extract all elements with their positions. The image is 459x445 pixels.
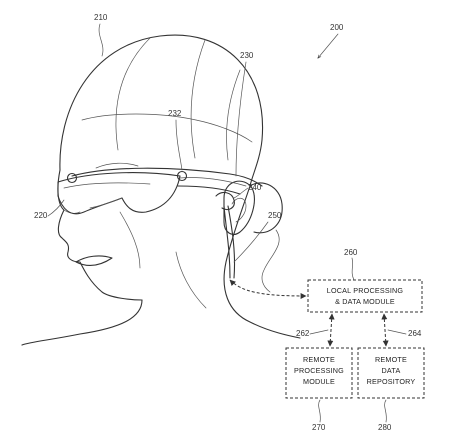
local-module-line2: & DATA MODULE	[335, 297, 395, 306]
leader-264	[387, 329, 407, 335]
leader-sensor	[175, 119, 183, 171]
remote-data-repository-box	[357, 347, 425, 399]
leader-speaker	[233, 187, 249, 199]
ref-frame: 230	[240, 51, 254, 60]
headset	[57, 162, 263, 279]
local-processing-module-box	[307, 279, 423, 313]
remote-processing-module-box	[285, 347, 353, 399]
leader-display	[47, 199, 65, 217]
remote-data-line1: REMOTE	[375, 355, 407, 364]
leader-262	[309, 329, 329, 335]
ear-inner	[231, 197, 247, 223]
lips	[75, 255, 113, 267]
remote-processing-line1: REMOTE	[303, 355, 335, 364]
ref-speaker: 240	[248, 183, 262, 192]
ref-head: 210	[94, 13, 108, 22]
leader-cable	[233, 221, 269, 263]
ref-remote-processing: 270	[312, 423, 326, 432]
cable-flourish	[261, 229, 280, 293]
visor-highlight	[63, 182, 151, 189]
ref-display: 220	[34, 211, 48, 220]
sensor-left	[66, 172, 78, 184]
head-outline	[59, 34, 264, 187]
cheek-line	[119, 211, 141, 269]
cable-2	[227, 205, 236, 279]
leader-head	[98, 23, 104, 57]
hair-bun	[249, 182, 283, 234]
frame-arm-top	[71, 167, 263, 187]
ref-link-262: 262	[296, 329, 310, 338]
leader-frame	[235, 61, 247, 177]
ref-cable: 250	[268, 211, 282, 220]
link-local-remote-processing	[327, 313, 335, 347]
sensor-right	[176, 170, 188, 182]
ref-remote-data: 280	[378, 423, 392, 432]
remote-data-line3: REPOSITORY	[367, 377, 416, 386]
leader-270	[318, 399, 321, 423]
leader-local-module	[351, 257, 355, 281]
cable-to-local-link	[229, 279, 307, 299]
head-seam	[190, 39, 206, 159]
display-visor	[57, 172, 181, 215]
ref-local-module: 260	[344, 248, 358, 257]
link-local-remote-data	[381, 313, 389, 347]
frame-slot	[95, 162, 139, 169]
head-seam	[115, 37, 151, 151]
figure-number: 200	[330, 23, 344, 32]
head-seam	[81, 113, 253, 143]
local-module-line1: LOCAL PROCESSING	[327, 286, 404, 295]
ref-sensor: 232	[168, 109, 182, 118]
face-profile	[57, 169, 143, 301]
leader-280	[384, 399, 387, 423]
remote-processing-line3: MODULE	[303, 377, 335, 386]
neck-line	[175, 251, 207, 309]
frame-arm-bottom	[177, 185, 241, 195]
head-seam	[226, 69, 241, 161]
remote-processing-line2: PROCESSING	[294, 366, 344, 375]
cable	[223, 205, 231, 279]
visor-lower	[89, 197, 123, 209]
remote-data-line2: DATA	[382, 366, 401, 375]
ref-link-264: 264	[408, 329, 422, 338]
speaker	[215, 191, 235, 211]
neck-shoulder-left	[21, 299, 143, 346]
figure-number-arrow	[318, 33, 339, 58]
neck-back	[223, 185, 301, 339]
